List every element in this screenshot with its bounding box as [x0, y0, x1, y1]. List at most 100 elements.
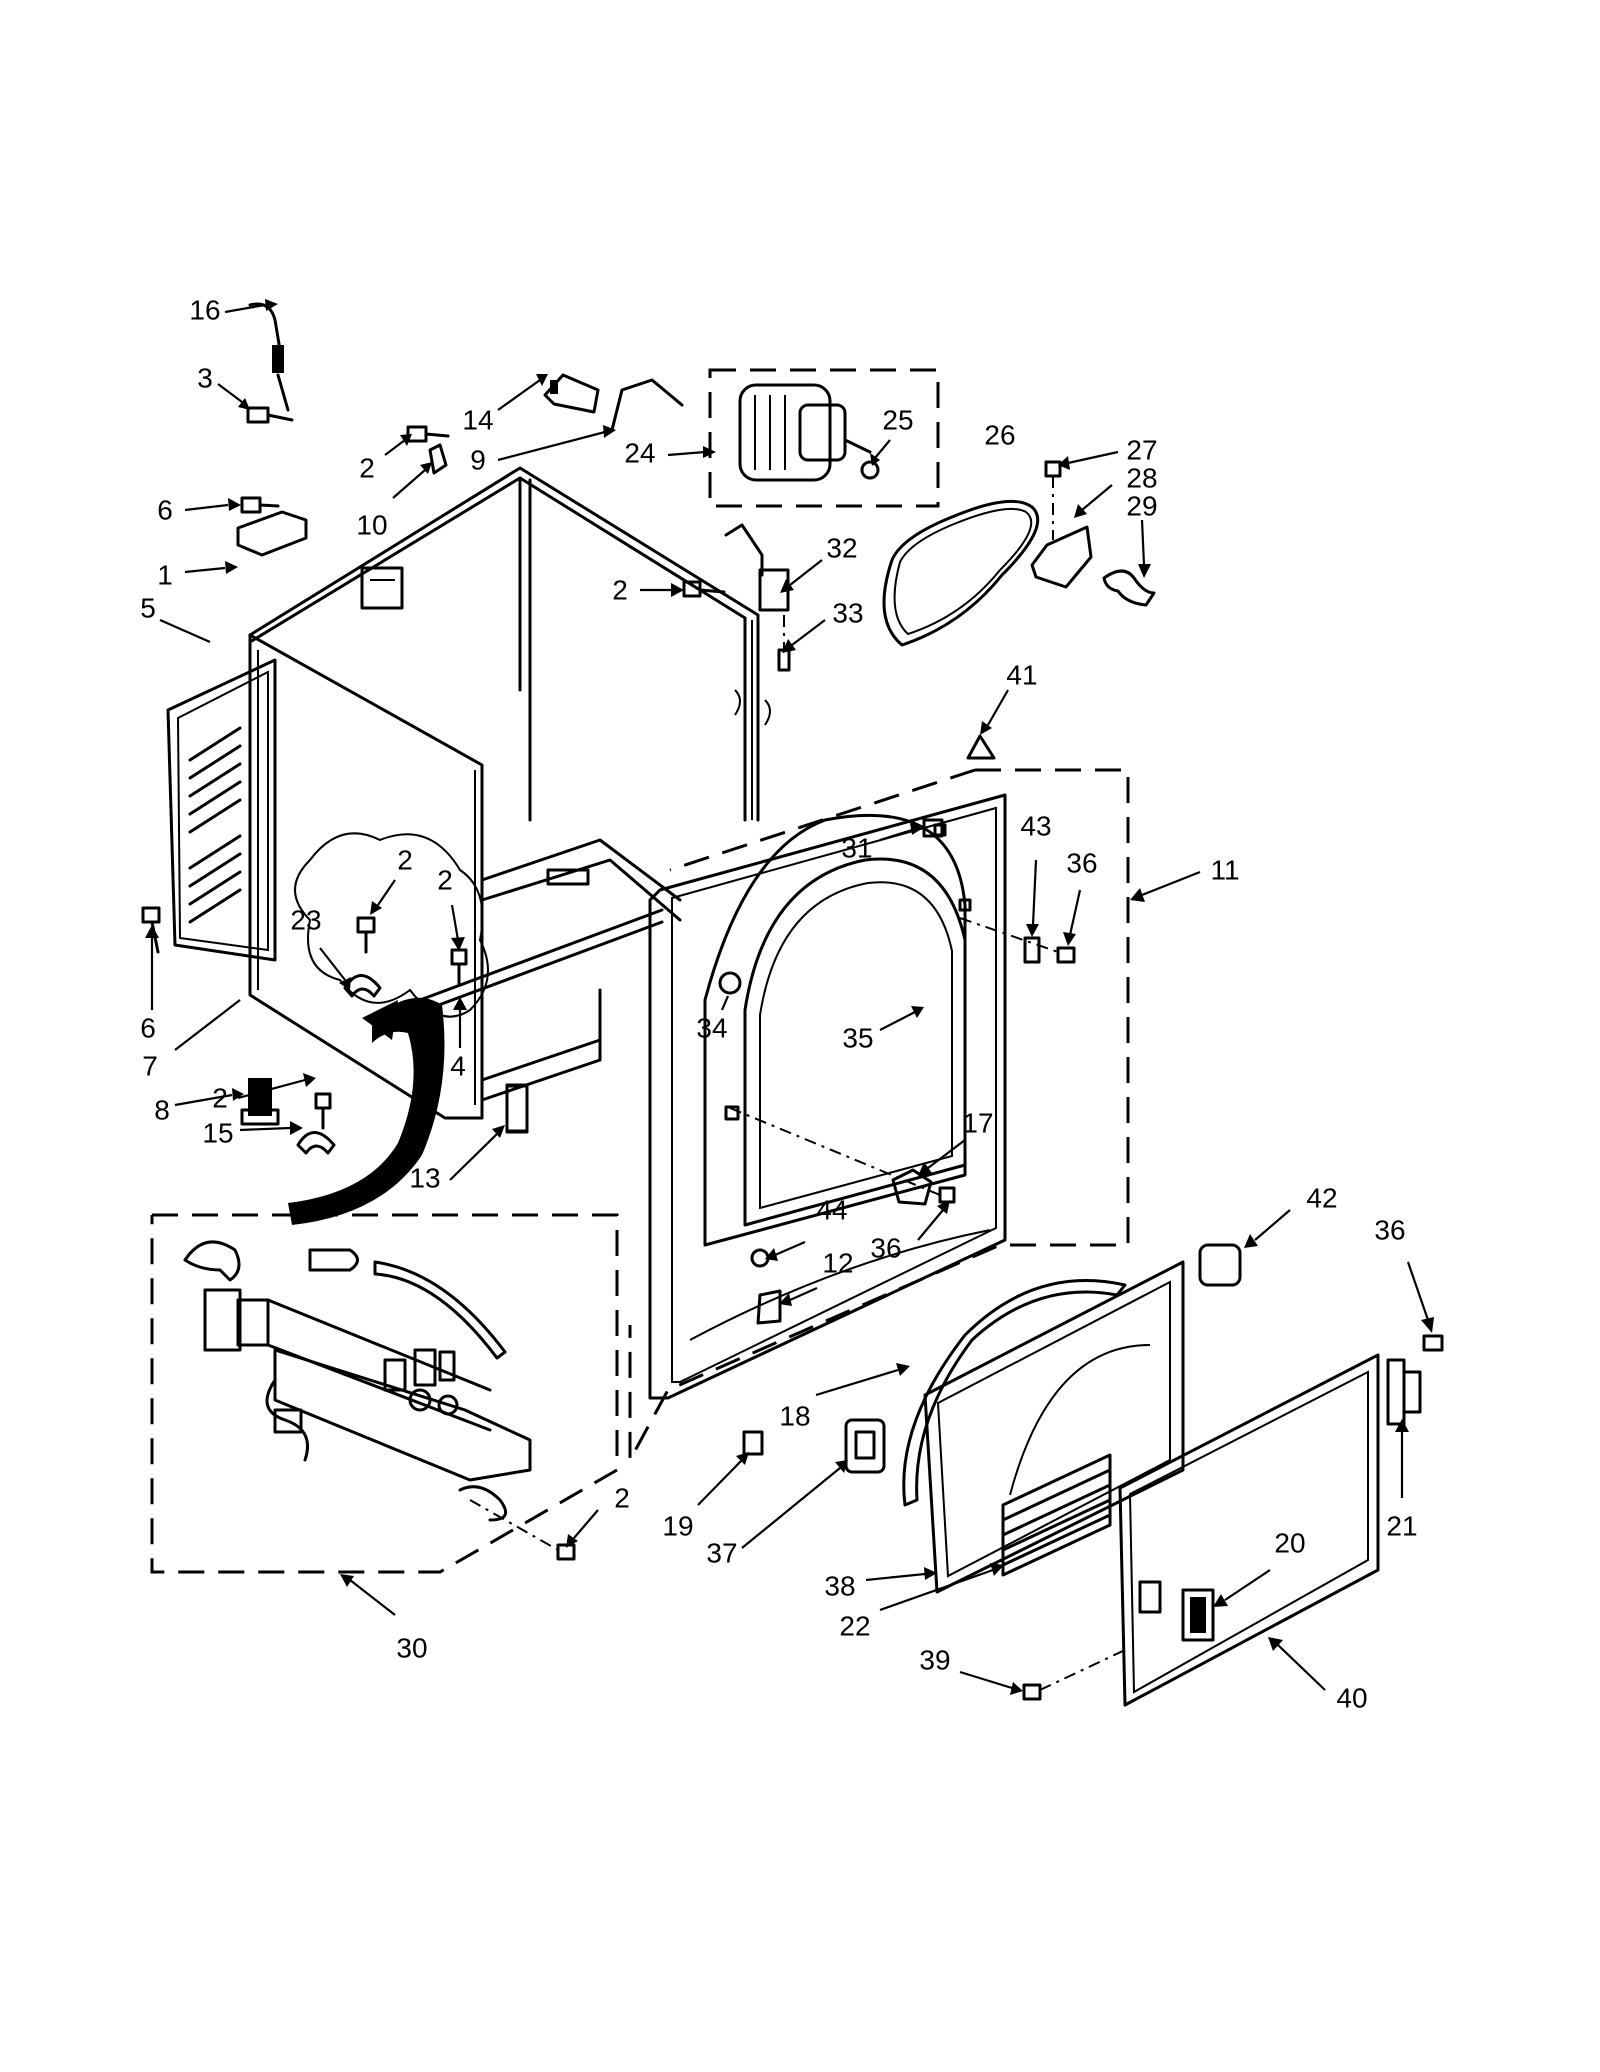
screw-6a	[240, 496, 280, 514]
callout-33: 33	[832, 597, 863, 628]
callout-9: 9	[470, 444, 486, 475]
cabinet	[166, 466, 771, 1133]
part-31	[922, 818, 944, 838]
callout-19: 19	[662, 1510, 693, 1541]
callout-10: 10	[356, 509, 387, 540]
callout-42: 42	[1306, 1182, 1337, 1213]
vent-22	[1001, 1453, 1112, 1577]
callout-22: 22	[839, 1610, 870, 1641]
callout-15: 15	[202, 1117, 233, 1148]
callout-2: 2	[359, 452, 375, 483]
callout-40: 40	[1336, 1682, 1367, 1713]
callout-20: 20	[1274, 1527, 1305, 1558]
callout-18: 18	[779, 1400, 810, 1431]
part-43	[1023, 936, 1041, 964]
callout-29: 29	[1126, 490, 1157, 521]
callout-37: 37	[706, 1537, 737, 1568]
callout-2: 2	[612, 574, 628, 605]
bracket-9	[610, 378, 684, 432]
callout-12: 12	[822, 1247, 853, 1278]
clamp-23	[343, 974, 382, 998]
callout-6: 6	[140, 1012, 156, 1043]
callout-2: 2	[397, 844, 413, 875]
screw-2c	[356, 916, 376, 954]
bracket-14	[543, 373, 600, 414]
gas-supply-hose	[288, 997, 445, 1225]
pulley-25	[860, 460, 880, 480]
callout-31: 31	[841, 832, 872, 863]
callout-25: 25	[882, 404, 913, 435]
part-34	[718, 971, 742, 995]
door-seal-18	[902, 1279, 1127, 1507]
screw-36a	[959, 917, 1076, 964]
callout-2: 2	[614, 1482, 630, 1513]
callout-3: 3	[197, 362, 213, 393]
screw-36c	[1422, 1334, 1444, 1352]
callout-34: 34	[696, 1012, 727, 1043]
callout-23: 23	[290, 904, 321, 935]
switch-17	[891, 1168, 933, 1206]
part-19	[742, 1430, 764, 1456]
callout-6: 6	[157, 494, 173, 525]
callout-41: 41	[1006, 659, 1037, 690]
leader-lines	[145, 299, 1434, 1695]
front-panel-11	[648, 793, 1007, 1400]
inner-door-38	[923, 1260, 1185, 1594]
callout-5: 5	[140, 592, 156, 623]
callout-35: 35	[842, 1022, 873, 1053]
outer-door-40	[1118, 1353, 1380, 1707]
callout-14: 14	[462, 404, 493, 435]
callout-39: 39	[919, 1644, 950, 1675]
screw-2f	[469, 1499, 576, 1561]
callout-2: 2	[212, 1082, 228, 1113]
motor-group-box	[708, 368, 940, 508]
handle-20	[1138, 1580, 1215, 1642]
callout-24: 24	[624, 437, 655, 468]
callout-36: 36	[1066, 847, 1097, 878]
side-panel-cutaway	[294, 832, 489, 1018]
callout-1: 1	[157, 559, 173, 590]
callout-26: 26	[984, 419, 1015, 450]
callout-36: 36	[870, 1232, 901, 1263]
cap-41	[966, 734, 996, 760]
callout-13: 13	[409, 1162, 440, 1193]
leveling-leg-8	[240, 1078, 280, 1126]
clamp-15	[296, 1131, 336, 1155]
screw-3	[246, 406, 294, 424]
screw-39	[1022, 1649, 1126, 1701]
callout-17: 17	[962, 1107, 993, 1138]
bracket-1	[236, 510, 308, 557]
callout-labels: 16 3 2 14 9 24 25 26 27 28 29 6 10 1 5 3…	[140, 294, 1417, 1713]
screw-2a	[406, 425, 450, 443]
callout-16: 16	[189, 294, 220, 325]
wire-harness-16	[248, 302, 290, 412]
clip-10	[428, 443, 448, 475]
screw-2d	[450, 948, 468, 987]
callout-8: 8	[154, 1094, 170, 1125]
bracket-28	[1030, 525, 1093, 589]
screw-2e	[314, 1092, 332, 1130]
rear-panel-vents	[188, 726, 242, 924]
callout-38: 38	[824, 1570, 855, 1601]
gas-valve-group-box	[150, 1213, 619, 1574]
callout-28: 28	[1126, 462, 1157, 493]
screw-27	[1044, 460, 1062, 540]
callout-30: 30	[396, 1632, 427, 1663]
motor-24	[738, 383, 872, 482]
callout-21: 21	[1386, 1510, 1417, 1541]
callout-7: 7	[142, 1050, 158, 1081]
callout-43: 43	[1020, 810, 1051, 841]
hinge-21	[1386, 1358, 1422, 1426]
gas-valve-assembly-30	[183, 1240, 532, 1522]
part-29	[1102, 569, 1156, 607]
part-42	[1198, 1243, 1242, 1287]
callout-44: 44	[816, 1194, 847, 1225]
part-13	[505, 1084, 529, 1134]
callout-11: 11	[1210, 854, 1239, 885]
door-seal-35	[743, 857, 967, 1227]
belt-26	[882, 499, 1040, 647]
bracket-12	[756, 1289, 782, 1325]
callout-2: 2	[437, 864, 453, 895]
part-44	[750, 1248, 770, 1268]
